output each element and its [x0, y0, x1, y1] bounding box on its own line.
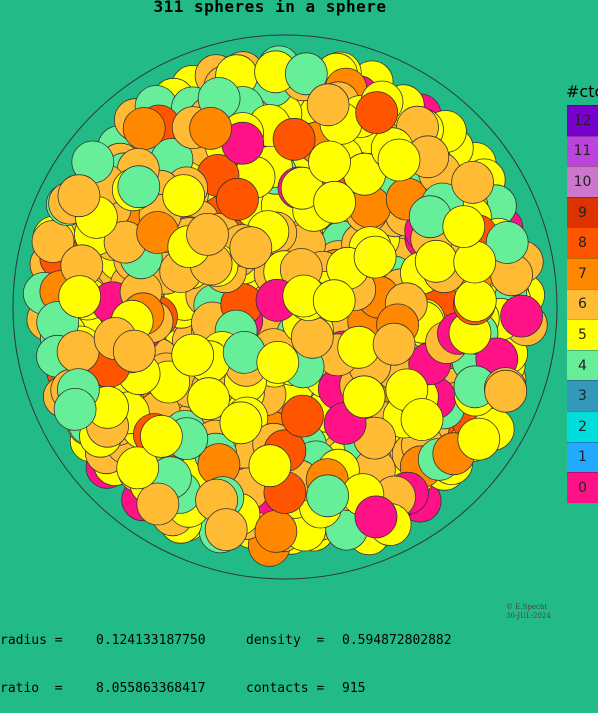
- legend-item-11: 11: [567, 135, 598, 167]
- sphere: [56, 330, 100, 374]
- sphere: [162, 174, 206, 218]
- sphere: [312, 279, 356, 323]
- credit-date: 30-JUL-2024: [506, 612, 551, 620]
- sphere: [58, 275, 102, 319]
- sphere: [442, 205, 486, 249]
- sphere: [354, 495, 398, 539]
- sphere: [112, 329, 156, 373]
- sphere: [457, 417, 501, 461]
- sphere: [219, 401, 263, 445]
- sphere: [306, 474, 350, 518]
- sphere: [372, 322, 416, 366]
- sphere: [355, 91, 399, 134]
- legend-item-12: 12: [567, 105, 598, 136]
- sphere: [500, 294, 543, 338]
- statistics-panel: radius = 0.124133187750 density = 0.5948…: [0, 601, 452, 713]
- sphere: [248, 444, 292, 488]
- sphere: [313, 180, 357, 224]
- sphere: [53, 387, 97, 431]
- radius-label: radius =: [0, 633, 63, 648]
- container-sphere-outline: [12, 34, 558, 580]
- legend-item-2: 2: [567, 410, 598, 442]
- contacts-label: contacts =: [246, 681, 325, 696]
- legend-item-8: 8: [567, 227, 598, 258]
- sphere: [290, 315, 334, 359]
- legend-item-9: 9: [567, 196, 598, 228]
- sphere: [187, 377, 231, 421]
- sphere: [377, 138, 421, 182]
- legend-item-1: 1: [567, 441, 598, 473]
- contacts-value: 915: [342, 681, 366, 696]
- author-credit: © E.Specht 30-JUL-2024: [506, 603, 551, 621]
- legend-item-3: 3: [567, 380, 598, 411]
- ratio-value: 8.055863368417: [96, 681, 206, 696]
- sphere: [308, 140, 351, 184]
- sphere: [281, 394, 324, 438]
- legend-item-10: 10: [567, 166, 598, 197]
- sphere: [216, 177, 259, 221]
- density-label: density =: [246, 633, 325, 648]
- sphere: [400, 398, 444, 441]
- legend-item-0: 0: [567, 472, 598, 503]
- sphere: [229, 226, 273, 270]
- radius-value: 0.124133187750: [96, 633, 206, 648]
- sphere: [284, 52, 328, 96]
- packed-spheres: [22, 45, 548, 567]
- sphere: [189, 106, 233, 150]
- legend-item-6: 6: [567, 288, 598, 320]
- sphere: [485, 221, 529, 264]
- credit-author: © E.Specht: [506, 603, 548, 611]
- sphere: [272, 117, 316, 161]
- sphere: [31, 220, 75, 263]
- sphere: [254, 510, 298, 553]
- sphere: [139, 414, 183, 458]
- sphere: [117, 165, 161, 209]
- sphere: [306, 83, 350, 127]
- sphere: [122, 107, 166, 150]
- sphere: [342, 375, 386, 419]
- page-title: 311 spheres in a sphere: [153, 0, 387, 16]
- sphere: [204, 508, 248, 551]
- sphere: [256, 340, 300, 384]
- sphere: [57, 174, 101, 218]
- ratio-label: ratio =: [0, 681, 63, 696]
- legend-item-5: 5: [567, 319, 598, 350]
- sphere: [353, 235, 397, 279]
- sphere: [171, 333, 215, 377]
- legend-title: #ctc: [566, 82, 598, 101]
- sphere: [186, 212, 229, 256]
- density-value: 0.594872802882: [342, 633, 452, 648]
- legend-item-7: 7: [567, 257, 598, 289]
- sphere: [484, 369, 528, 413]
- sphere-packing-diagram: [12, 34, 558, 580]
- sphere: [116, 446, 160, 490]
- sphere: [453, 279, 497, 322]
- sphere: [451, 160, 495, 204]
- legend-item-4: 4: [567, 349, 598, 381]
- sphere: [414, 239, 458, 283]
- sphere: [136, 482, 180, 526]
